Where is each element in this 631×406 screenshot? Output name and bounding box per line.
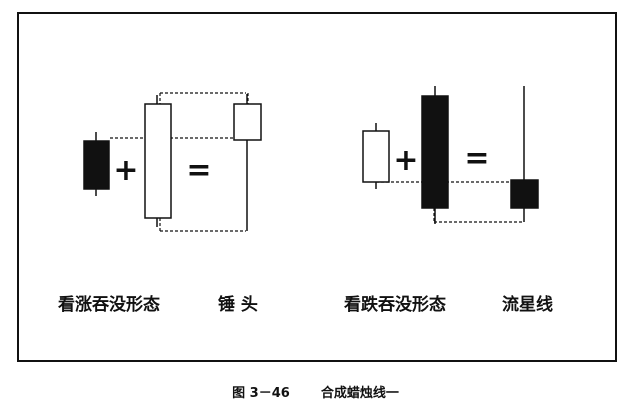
bullish-candle-small — [362, 123, 390, 189]
shooting-star-label: 流星线 — [502, 295, 553, 315]
bearish-candle-small — [83, 132, 110, 196]
bullish-candle-engulfing — [144, 95, 172, 227]
figure-title: 合成蜡烛线一 — [320, 386, 399, 401]
dashed-guides — [110, 92, 523, 232]
figure-caption: 图 3－46 合成蜡烛线一 — [0, 382, 631, 401]
hammer-label: 锤 头 — [218, 295, 258, 315]
bearish-engulfing-label: 看跌吞没形态 — [344, 295, 446, 315]
equals-sign-left: = — [186, 153, 211, 188]
shooting-star-candle — [510, 86, 539, 222]
bearish-candle-engulfing — [421, 86, 449, 224]
candles — [83, 86, 539, 231]
plus-sign-right: + — [393, 143, 418, 178]
figure-number: 图 3－46 — [232, 386, 290, 401]
figure-frame — [17, 12, 617, 362]
plus-sign-left: + — [113, 153, 138, 188]
bullish-engulfing-label: 看涨吞没形态 — [58, 295, 160, 315]
equals-sign-right: = — [464, 141, 489, 176]
hammer-candle — [233, 94, 262, 231]
